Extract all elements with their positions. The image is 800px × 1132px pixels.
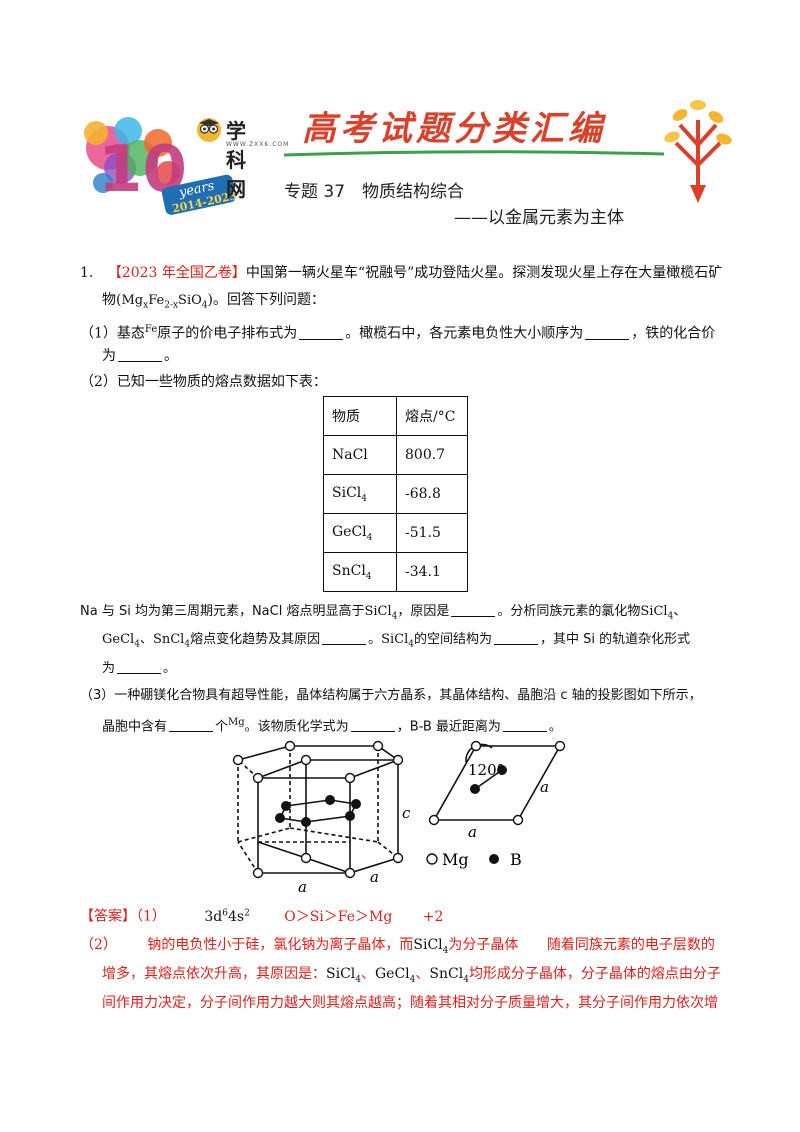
table-cell: NaCl — [323, 435, 397, 475]
answer-line-1: 【答案】（1） 3d64s2 O＞Si＞Fe＞Mg +2 — [80, 908, 444, 925]
part2-line-2: GeCl4、SnCl4熔点变化趋势及其原因。SiCl4的空间结构为，其中 Si … — [102, 630, 691, 650]
table-cell: SnCl4 — [323, 552, 397, 592]
banner-underline — [284, 150, 664, 157]
legend-mg: Mg — [442, 850, 469, 869]
table-cell: GeCl4 — [323, 513, 397, 553]
question-line-1: 1. 【2023 年全国乙卷】中国第一辆火星车“祝融号”成功登陆火星。探测发现火… — [80, 263, 722, 283]
table-row: SnCl4 -34.1 — [323, 552, 468, 592]
question-number: 1. — [80, 265, 94, 281]
legend-b-marker — [489, 854, 499, 864]
table-cell: 800.7 — [396, 435, 468, 475]
site-logo-text: 学科网 — [226, 119, 246, 201]
table-cell: -34.1 — [396, 552, 468, 592]
part3-line-2: 晶胞中含有个Mg。该物质化学式为，B-B 最近距离为。 — [102, 717, 562, 735]
axis-label-a: a — [468, 823, 477, 841]
part2-line-1: Na 与 Si 均为第三周期元素，NaCl 熔点明显高于SiCl4，原因是。分析… — [80, 602, 687, 622]
answer-config: 3d64s2 — [204, 908, 250, 925]
table-row: GeCl4 -51.5 — [323, 513, 468, 553]
answer-blank[interactable] — [350, 717, 395, 733]
anniversary-logo-icon: 10 years 2014-2023 — [84, 117, 238, 215]
table-row: SiCl4 -68.8 — [323, 474, 468, 514]
table-cell: -51.5 — [396, 513, 468, 553]
pencil-tree-icon — [664, 100, 732, 203]
answer-blank[interactable] — [169, 717, 214, 733]
part3-line-1: （3）一种硼镁化合物具有超导性能，晶体结构属于六方晶系，其晶体结构、晶胞沿 c … — [80, 688, 702, 703]
axis-label-a: a — [370, 868, 379, 886]
part1-line-1: （1）基态Fe原子的价电子排布式为。橄榄石中，各元素电负性大小顺序为，铁的化合价 — [80, 324, 716, 342]
question-line-2: 物(MgxFe2-xSiO4)。回答下列问题： — [102, 292, 325, 311]
table-row: 物质 熔点/°C — [323, 396, 468, 436]
answer-blank[interactable] — [494, 630, 539, 645]
question-intro-1: 中国第一辆火星车“祝融号”成功登陆火星。探测发现火星上存在大量橄榄石矿 — [245, 265, 723, 281]
answer-tag: 【答案】 — [80, 908, 136, 925]
site-logo-url: WWW.ZXXK.COM — [226, 141, 290, 148]
part1-line-2: 为。 — [102, 347, 178, 364]
answer-blank[interactable] — [117, 659, 162, 674]
axis-label-a: a — [298, 878, 307, 896]
answer-line-3: 增多，其熔点依次升高，其原因是：SiCl4、GeCl4、SnCl4均形成分子晶体… — [102, 966, 721, 985]
answer-blank[interactable] — [299, 325, 344, 340]
answer-blank[interactable] — [118, 347, 162, 362]
angle-label: 120° — [468, 761, 504, 779]
answer-blank[interactable] — [322, 630, 367, 645]
topic-title: 专题 37 物质结构综合 — [284, 182, 465, 202]
answer-line-2: （2） 钠的电负性小于硅，氯化钠为离子晶体，而SiCl4为分子晶体 随着同族元素… — [80, 937, 715, 956]
table-header: 熔点/°C — [396, 396, 468, 436]
answer-blank[interactable] — [502, 717, 547, 733]
question-source: 【2023 年全国乙卷】 — [107, 265, 246, 281]
crystal-structure-figure: c a a 120° a a Mg B — [232, 740, 566, 896]
legend-mg-marker — [426, 853, 438, 865]
table-cell: SiCl4 — [323, 474, 397, 514]
answer-electronegativity: O＞Si＞Fe＞Mg — [284, 908, 393, 925]
part2-line-3: 为。 — [102, 659, 177, 676]
banner-title: 高考试题分类汇编 — [302, 109, 606, 149]
owl-logo-icon — [197, 118, 221, 142]
olivine-formula: MgxFe2-xSiO4 — [121, 293, 208, 311]
answer-line-4: 间作用力决定，分子间作用力越大则其熔点越高；随着其相对分子质量增大，其分子间作用… — [102, 995, 718, 1011]
melting-point-table: 物质 熔点/°C NaCl 800.7 SiCl4 -68.8 GeCl4 -5… — [323, 396, 468, 592]
header-banner: 10 years 2014-2023 学科网 WWW.ZXXK.COM 高考试题… — [78, 95, 738, 228]
answer-blank[interactable] — [451, 602, 496, 617]
answer-blank[interactable] — [585, 325, 630, 340]
legend-b: B — [510, 850, 522, 869]
axis-label-a: a — [540, 778, 549, 796]
table-header: 物质 — [323, 396, 397, 436]
axis-label-c: c — [402, 804, 411, 822]
topic-subtitle: ——以金属元素为主体 — [454, 208, 624, 228]
answer-valence: +2 — [422, 908, 444, 925]
table-row: NaCl 800.7 — [323, 435, 468, 475]
part2-intro: （2）已知一些物质的熔点数据如下表： — [80, 374, 327, 390]
table-cell: -68.8 — [396, 474, 468, 514]
